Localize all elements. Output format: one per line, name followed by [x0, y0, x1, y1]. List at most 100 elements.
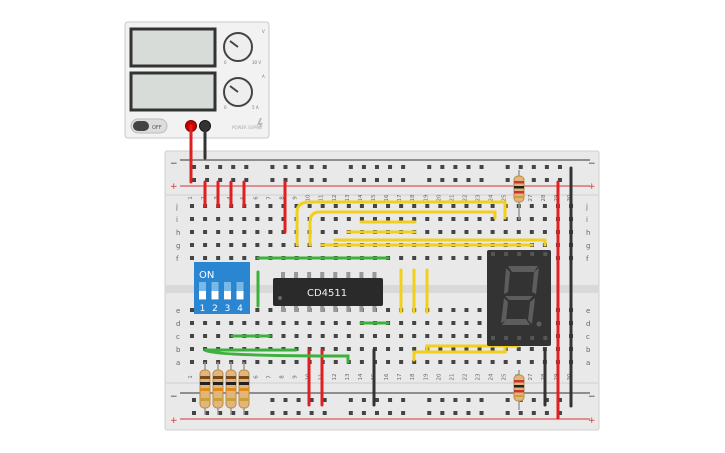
breadboard-hole[interactable]: [464, 217, 469, 221]
breadboard-hole[interactable]: [320, 204, 325, 208]
breadboard-hole[interactable]: [346, 204, 351, 208]
breadboard-hole[interactable]: [425, 230, 430, 234]
breadboard-hole[interactable]: [529, 230, 534, 234]
rail-hole[interactable]: [231, 411, 236, 415]
rail-hole[interactable]: [401, 398, 406, 402]
breadboard-hole[interactable]: [372, 217, 377, 221]
rail-hole[interactable]: [374, 165, 379, 169]
wire-green-5[interactable]: [203, 348, 350, 364]
resistor[interactable]: [212, 362, 224, 415]
ic-chip[interactable]: CD4511: [273, 272, 383, 312]
breadboard-hole[interactable]: [464, 334, 469, 338]
rail-hole[interactable]: [440, 398, 445, 402]
breadboard-hole[interactable]: [359, 217, 364, 221]
breadboard-hole[interactable]: [294, 334, 299, 338]
resistor-top-right[interactable]: [513, 170, 525, 220]
breadboard-hole[interactable]: [425, 321, 430, 325]
breadboard-hole[interactable]: [320, 334, 325, 338]
breadboard-hole[interactable]: [386, 308, 391, 312]
rail-hole[interactable]: [309, 398, 314, 402]
breadboard-hole[interactable]: [190, 321, 194, 325]
breadboard-hole[interactable]: [477, 334, 482, 338]
rail-hole[interactable]: [244, 178, 249, 182]
breadboard-hole[interactable]: [425, 256, 430, 260]
rail-hole[interactable]: [479, 178, 484, 182]
breadboard-hole[interactable]: [268, 360, 273, 364]
breadboard-hole[interactable]: [281, 321, 286, 325]
rail-hole[interactable]: [244, 165, 249, 169]
resistor-bank-bottom-left[interactable]: [199, 362, 250, 415]
breadboard-hole[interactable]: [464, 360, 469, 364]
wire-yellow-10[interactable]: [412, 343, 507, 362]
breadboard-hole[interactable]: [372, 204, 377, 208]
breadboard-hole[interactable]: [216, 334, 221, 338]
breadboard-hole[interactable]: [464, 308, 469, 312]
breadboard-hole[interactable]: [190, 308, 194, 312]
rail-hole[interactable]: [427, 398, 432, 402]
breadboard-hole[interactable]: [386, 334, 391, 338]
breadboard-hole[interactable]: [412, 347, 417, 351]
rail-hole[interactable]: [453, 165, 458, 169]
breadboard-hole[interactable]: [190, 360, 194, 364]
breadboard-hole[interactable]: [333, 204, 338, 208]
dip-toggle-knob[interactable]: [224, 291, 231, 299]
breadboard-hole[interactable]: [333, 217, 338, 221]
rail-hole[interactable]: [440, 165, 445, 169]
breadboard-hole[interactable]: [268, 230, 273, 234]
rail-hole[interactable]: [479, 165, 484, 169]
rail-hole[interactable]: [388, 398, 393, 402]
breadboard-hole[interactable]: [281, 243, 286, 247]
rail-hole[interactable]: [218, 165, 223, 169]
breadboard-hole[interactable]: [490, 217, 495, 221]
breadboard-hole[interactable]: [242, 243, 247, 247]
rail-hole[interactable]: [401, 165, 406, 169]
breadboard-hole[interactable]: [359, 334, 364, 338]
rail-hole[interactable]: [348, 398, 353, 402]
rail-hole[interactable]: [557, 178, 562, 182]
breadboard-hole[interactable]: [242, 217, 247, 221]
rail-hole[interactable]: [283, 411, 288, 415]
rail-hole[interactable]: [296, 178, 301, 182]
breadboard-hole[interactable]: [281, 230, 286, 234]
rail-hole[interactable]: [270, 398, 275, 402]
breadboard-hole[interactable]: [529, 360, 534, 364]
rail-hole[interactable]: [388, 165, 393, 169]
rail-hole[interactable]: [544, 178, 549, 182]
breadboard-hole[interactable]: [451, 217, 456, 221]
breadboard-hole[interactable]: [294, 321, 299, 325]
breadboard-hole[interactable]: [542, 230, 547, 234]
rail-hole[interactable]: [361, 178, 366, 182]
rail-hole[interactable]: [388, 411, 393, 415]
rail-hole[interactable]: [453, 398, 458, 402]
wire-yellow-1[interactable]: [295, 200, 507, 247]
rail-hole[interactable]: [283, 165, 288, 169]
breadboard-hole[interactable]: [359, 347, 364, 351]
rail-hole[interactable]: [309, 165, 314, 169]
rail-hole[interactable]: [479, 398, 484, 402]
breadboard-hole[interactable]: [307, 334, 312, 338]
breadboard-hole[interactable]: [190, 334, 194, 338]
breadboard-hole[interactable]: [255, 230, 260, 234]
breadboard-hole[interactable]: [516, 360, 521, 364]
rail-hole[interactable]: [531, 411, 536, 415]
breadboard-hole[interactable]: [451, 308, 456, 312]
breadboard-hole[interactable]: [190, 230, 194, 234]
breadboard-hole[interactable]: [438, 334, 443, 338]
breadboard-hole[interactable]: [412, 321, 417, 325]
rail-hole[interactable]: [322, 398, 327, 402]
breadboard-hole[interactable]: [216, 230, 221, 234]
breadboard-hole[interactable]: [399, 360, 404, 364]
rail-hole[interactable]: [374, 411, 379, 415]
breadboard-hole[interactable]: [386, 347, 391, 351]
breadboard-hole[interactable]: [490, 230, 495, 234]
breadboard-hole[interactable]: [216, 256, 221, 260]
breadboard-hole[interactable]: [229, 230, 234, 234]
rail-hole[interactable]: [453, 411, 458, 415]
seven-segment-display[interactable]: 8: [0, 0, 551, 346]
rail-hole[interactable]: [218, 411, 223, 415]
rail-hole[interactable]: [218, 178, 223, 182]
breadboard-hole[interactable]: [529, 217, 534, 221]
rail-hole[interactable]: [505, 178, 510, 182]
rail-hole[interactable]: [401, 178, 406, 182]
